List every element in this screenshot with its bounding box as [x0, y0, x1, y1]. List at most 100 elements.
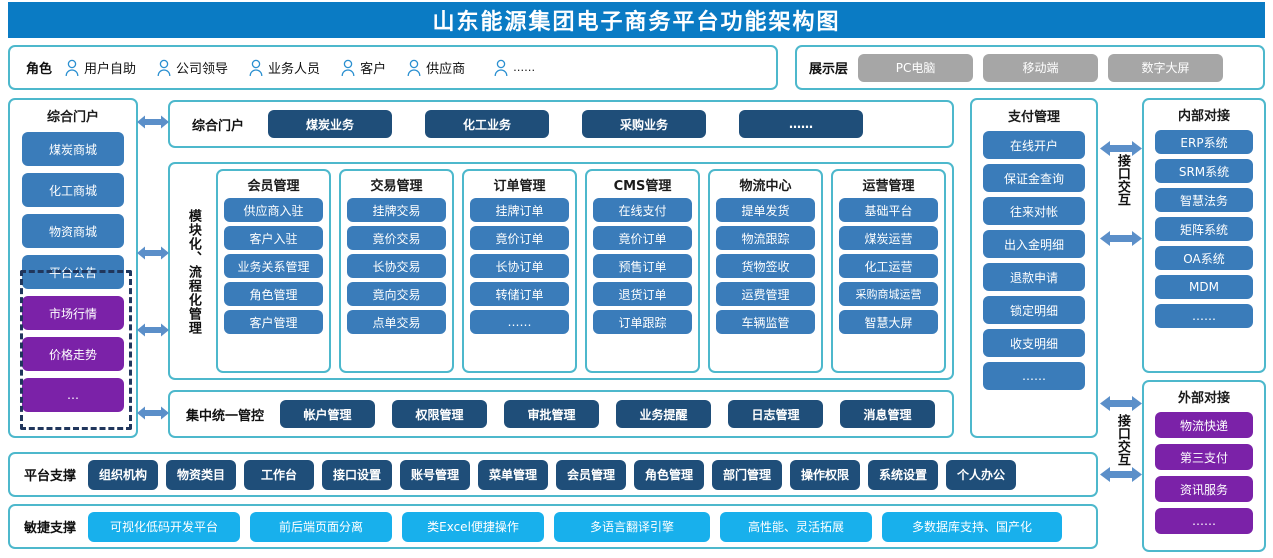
external-item-logistics[interactable]: 物流快递: [1155, 412, 1253, 438]
central-control-item-permission[interactable]: 权限管理: [392, 400, 488, 428]
payment-item-refund[interactable]: 退款申请: [983, 263, 1085, 291]
platform-item-department[interactable]: 部门管理: [712, 459, 783, 490]
role-item-0[interactable]: 用户自助: [64, 58, 136, 77]
module-item[interactable]: 订单跟踪: [593, 310, 692, 334]
portal-item-market-quote[interactable]: 市场行情: [22, 296, 124, 330]
central-control-item-log[interactable]: 日志管理: [728, 400, 824, 428]
module-item[interactable]: 长协订单: [470, 254, 569, 278]
agile-item-i18n[interactable]: 多语言翻译引擎: [554, 511, 711, 542]
platform-item-privilege[interactable]: 操作权限: [790, 459, 861, 490]
module-item[interactable]: 物流跟踪: [716, 226, 815, 250]
module-item[interactable]: 客户管理: [224, 310, 323, 334]
module-item[interactable]: 车辆监管: [716, 310, 815, 334]
center-portal-bar: 综合门户 煤炭业务 化工业务 采购业务 ……: [168, 100, 954, 148]
central-control-item-approval[interactable]: 审批管理: [504, 400, 600, 428]
module-item[interactable]: 角色管理: [224, 282, 323, 306]
display-layer-item-pc[interactable]: PC电脑: [858, 53, 974, 82]
module-item[interactable]: 煤炭运营: [839, 226, 938, 250]
business-tab-chemical[interactable]: 化工业务: [425, 110, 550, 138]
platform-item-account[interactable]: 账号管理: [400, 459, 471, 490]
central-control-item-reminder[interactable]: 业务提醒: [616, 400, 712, 428]
internal-item-oa[interactable]: OA系统: [1155, 246, 1253, 270]
module-item[interactable]: 退货订单: [593, 282, 692, 306]
payment-item-open-account[interactable]: 在线开户: [983, 131, 1085, 159]
agile-item-separation[interactable]: 前后端页面分离: [250, 511, 393, 542]
internal-item-legal[interactable]: 智慧法务: [1155, 188, 1253, 212]
external-item-more[interactable]: ……: [1155, 508, 1253, 534]
module-item[interactable]: 长协交易: [347, 254, 446, 278]
module-item[interactable]: 基础平台: [839, 198, 938, 222]
payment-item-cashflow[interactable]: 出入金明细: [983, 230, 1085, 258]
internal-item-matrix[interactable]: 矩阵系统: [1155, 217, 1253, 241]
agile-item-lowcode[interactable]: 可视化低码开发平台: [88, 511, 241, 542]
internal-item-mdm[interactable]: MDM: [1155, 275, 1253, 299]
module-title-operation: 运营管理: [862, 179, 915, 194]
agile-item-performance[interactable]: 高性能、灵活拓展: [720, 511, 873, 542]
module-title-logistics: 物流中心: [739, 179, 792, 194]
module-item[interactable]: 挂牌订单: [470, 198, 569, 222]
display-layer-item-bigscreen[interactable]: 数字大屏: [1108, 53, 1224, 82]
module-item[interactable]: 竟价订单: [470, 226, 569, 250]
interface-label-top: 接口交互: [1114, 154, 1130, 206]
platform-item-settings[interactable]: 系统设置: [868, 459, 939, 490]
payment-item-deposit-query[interactable]: 保证金查询: [983, 164, 1085, 192]
module-item[interactable]: 业务关系管理: [224, 254, 323, 278]
role-item-4[interactable]: 供应商: [406, 58, 465, 77]
central-control-item-account[interactable]: 帐户管理: [280, 400, 376, 428]
external-item-news[interactable]: 资讯服务: [1155, 476, 1253, 502]
portal-item-price-trend[interactable]: 价格走势: [22, 337, 124, 371]
payment-item-income-detail[interactable]: 收支明细: [983, 329, 1085, 357]
portal-item-more[interactable]: …: [22, 378, 124, 412]
platform-item-personal[interactable]: 个人办公: [946, 459, 1017, 490]
module-item[interactable]: 采购商城运营: [839, 282, 938, 306]
platform-item-category[interactable]: 物资类目: [166, 459, 237, 490]
internal-integration-title: 内部对接: [1177, 109, 1230, 124]
role-item-1[interactable]: 公司领导: [156, 58, 228, 77]
module-item[interactable]: 转储订单: [470, 282, 569, 306]
modular-panel: 模块化、流程化管理 会员管理 供应商入驻 客户入驻 业务关系管理 角色管理 客户…: [168, 162, 954, 380]
portal-item-coal-mall[interactable]: 煤炭商城: [22, 132, 124, 166]
module-item[interactable]: 挂牌交易: [347, 198, 446, 222]
platform-item-workbench[interactable]: 工作台: [244, 459, 315, 490]
module-item[interactable]: 供应商入驻: [224, 198, 323, 222]
module-item[interactable]: 预售订单: [593, 254, 692, 278]
platform-item-member[interactable]: 会员管理: [556, 459, 627, 490]
module-item[interactable]: 化工运营: [839, 254, 938, 278]
module-item[interactable]: 竟价订单: [593, 226, 692, 250]
platform-item-menu[interactable]: 菜单管理: [478, 459, 549, 490]
module-item[interactable]: ……: [470, 310, 569, 334]
platform-item-role[interactable]: 角色管理: [634, 459, 705, 490]
display-layer-item-mobile[interactable]: 移动端: [983, 53, 1099, 82]
platform-item-interface[interactable]: 接口设置: [322, 459, 393, 490]
module-item[interactable]: 货物签收: [716, 254, 815, 278]
module-item[interactable]: 在线支付: [593, 198, 692, 222]
platform-item-org[interactable]: 组织机构: [88, 459, 159, 490]
internal-item-srm[interactable]: SRM系统: [1155, 159, 1253, 183]
central-control-item-message[interactable]: 消息管理: [840, 400, 936, 428]
portal-item-material-mall[interactable]: 物资商城: [22, 214, 124, 248]
payment-item-lock-detail[interactable]: 锁定明细: [983, 296, 1085, 324]
agile-item-database[interactable]: 多数据库支持、国产化: [882, 511, 1063, 542]
portal-item-chem-mall[interactable]: 化工商城: [22, 173, 124, 207]
business-tab-purchase[interactable]: 采购业务: [582, 110, 707, 138]
module-item[interactable]: 点单交易: [347, 310, 446, 334]
internal-item-more[interactable]: ……: [1155, 304, 1253, 328]
role-item-2[interactable]: 业务人员: [248, 58, 320, 77]
role-item-5[interactable]: ……: [493, 59, 535, 77]
payment-item-more[interactable]: ……: [983, 362, 1085, 390]
module-item[interactable]: 智慧大屏: [839, 310, 938, 334]
role-item-3[interactable]: 客户: [340, 58, 386, 77]
module-item[interactable]: 客户入驻: [224, 226, 323, 250]
module-item[interactable]: 竟价交易: [347, 226, 446, 250]
external-item-payment[interactable]: 第三支付: [1155, 444, 1253, 470]
agile-support-label: 敏捷支撑: [24, 521, 77, 536]
business-tab-more[interactable]: ……: [739, 110, 864, 138]
module-item[interactable]: 竟向交易: [347, 282, 446, 306]
payment-item-reconcile[interactable]: 往来对帐: [983, 197, 1085, 225]
internal-item-erp[interactable]: ERP系统: [1155, 130, 1253, 154]
business-tab-coal[interactable]: 煤炭业务: [268, 110, 393, 138]
platform-support-label: 平台支撑: [24, 469, 77, 484]
module-item[interactable]: 提单发货: [716, 198, 815, 222]
module-item[interactable]: 运费管理: [716, 282, 815, 306]
agile-item-excel[interactable]: 类Excel便捷操作: [402, 511, 545, 542]
